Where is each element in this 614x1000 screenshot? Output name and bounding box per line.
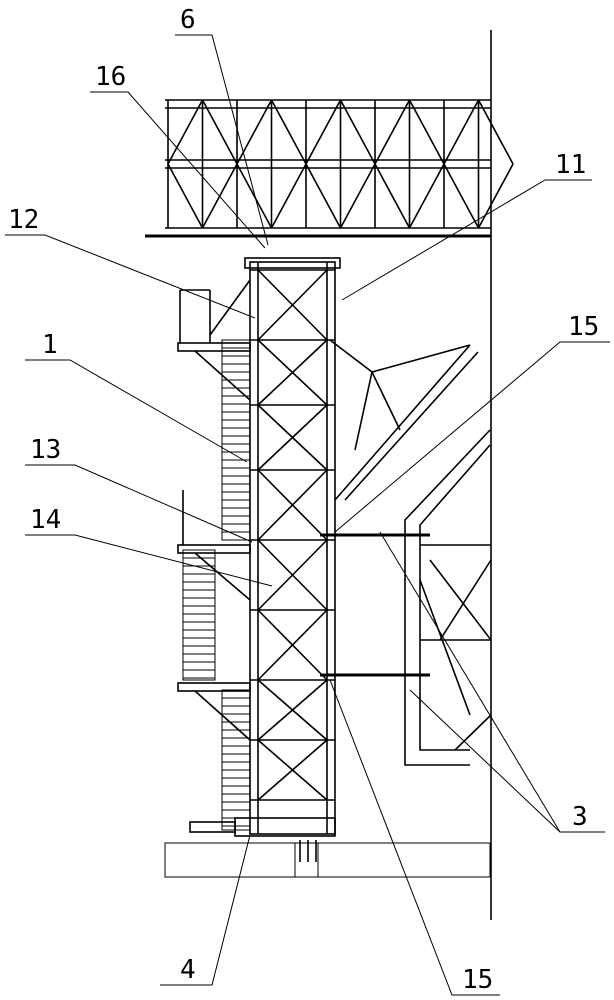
structure-member [477,163,514,229]
base-slab [164,817,491,878]
structure-member [257,269,328,341]
structure-member [257,679,328,741]
structure-member [443,163,480,229]
structure-member [374,163,411,229]
part-labels: 6 16 11 12 15 1 13 14 3 4 15 [8,5,599,995]
leader-lines [5,34,610,996]
platforms [177,279,251,741]
label-13: 13 [30,435,61,465]
structure-member [257,339,328,406]
structure-member [257,739,328,801]
label-15-top: 15 [568,312,599,342]
structure-member [374,99,411,165]
label-11: 11 [555,150,586,180]
label-3: 3 [572,802,588,832]
label-1: 1 [42,330,58,360]
tie-rods [320,533,430,677]
formwork-bracket [329,339,492,766]
structure-member [257,469,328,541]
tower-frame [244,257,341,835]
structure-member [477,99,514,165]
structure-member [339,99,376,165]
structure-member [339,163,376,229]
label-12: 12 [8,205,39,235]
stairs [182,339,251,831]
label-4: 4 [180,955,196,985]
structure-member [167,99,204,165]
structure-member [236,163,273,229]
structure-member [236,99,273,165]
structure-member [257,609,328,681]
structure-member [305,99,342,165]
structure-member [201,99,238,165]
label-16: 16 [95,62,126,92]
label-15-bottom: 15 [462,965,493,995]
structure-member [257,539,328,611]
structure-member [270,99,307,165]
label-6: 6 [180,5,196,35]
top-truss [145,99,514,238]
structure-member [443,99,480,165]
structure-member [270,163,307,229]
structure-member [305,163,342,229]
structure-member [408,99,445,165]
structure-member [408,163,445,229]
label-14: 14 [30,505,61,535]
structure-member [257,404,328,471]
structure-member [167,163,204,229]
